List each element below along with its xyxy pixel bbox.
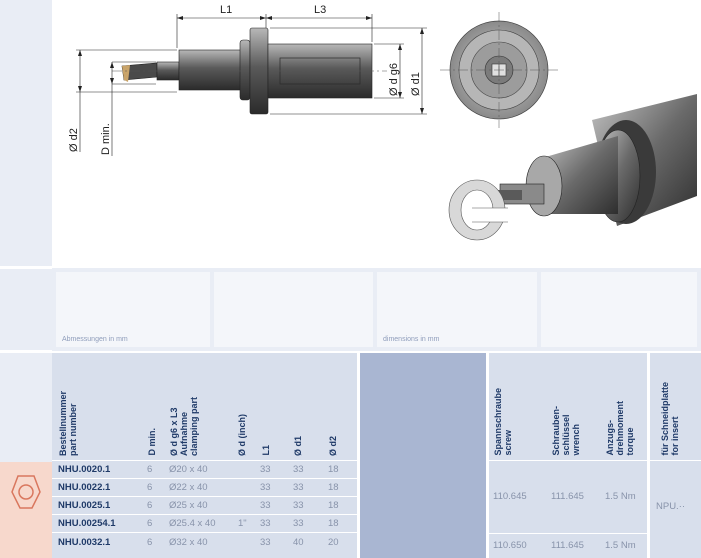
hex-insert-icon [11, 475, 41, 509]
col-header-part: Bestellnummer part number [58, 390, 78, 456]
col-header-clamp: Ø d g6 x L3 Aufnahme clamping part [169, 396, 199, 456]
part-number: NHU.0032.1 [58, 537, 111, 548]
iso-view [448, 94, 697, 241]
dims-label-de: Abmessungen in mm [62, 336, 128, 343]
row-divider [52, 496, 357, 497]
row-divider [52, 532, 357, 533]
clamp-value: Ø25.4 x 40 [169, 518, 216, 529]
col-header-insert: für Schneidplatte for insert [660, 382, 680, 456]
d1-value: 33 [293, 464, 304, 475]
col-header-d2: Ø d2 [328, 435, 338, 456]
clamp-value: Ø20 x 40 [169, 464, 208, 475]
col-header-screw: Spannschraube screw [493, 388, 513, 456]
screw-2: 110.650 [493, 540, 527, 551]
col-header-dinch: Ø d (inch) [237, 414, 247, 456]
torque-1: 1.5 Nm [605, 491, 636, 502]
front-view [440, 12, 558, 128]
row-divider [52, 478, 357, 479]
part-number: NHU.0022.1 [58, 482, 111, 493]
d1-value: 33 [293, 482, 304, 493]
d2-value: 18 [328, 500, 339, 511]
d1-value: 40 [293, 537, 304, 548]
insert-header: für Schneidplatte for insert [650, 353, 701, 460]
d1-value: 33 [293, 500, 304, 511]
label-d1: Ø d1 [410, 72, 422, 96]
torque-2: 1.5 Nm [605, 540, 636, 551]
part-number: NHU.00254.1 [58, 518, 116, 529]
screw-1: 110.645 [493, 491, 527, 502]
label-L1: L1 [220, 4, 232, 16]
l1-value: 33 [260, 537, 271, 548]
main-columns: Bestellnummer part number D min. Ø d g6 … [52, 353, 357, 558]
dims-label-en: dimensions in mm [383, 336, 440, 343]
insert-type-icon-box [0, 462, 52, 558]
dinch-value: 1" [238, 518, 247, 529]
wrench-2: 111.645 [551, 540, 584, 551]
header-cell [214, 272, 373, 347]
row-divider [52, 460, 357, 461]
col-header-l1: L1 [261, 445, 271, 456]
header-cell: dimensions in mm [377, 272, 537, 347]
l1-value: 33 [260, 464, 271, 475]
accessory-header: Spannschraube screw Schrauben- schlüssel… [489, 353, 647, 460]
d2-value: 18 [328, 464, 339, 475]
parts-table: Bestellnummer part number D min. Ø d g6 … [52, 353, 701, 558]
col-header-d1: Ø d1 [293, 435, 303, 456]
insert-column: für Schneidplatte for insert NPU.·· [650, 353, 701, 558]
d2-value: 18 [328, 518, 339, 529]
spacer-column [360, 353, 486, 558]
row-divider [489, 460, 647, 461]
header-cell [541, 272, 697, 347]
strip-divider [0, 350, 52, 353]
part-number: NHU.0020.1 [58, 464, 111, 475]
dimensions-header-band: Abmessungen in mm dimensions in mm [52, 268, 701, 351]
dmin-value: 6 [147, 518, 153, 529]
side-view [76, 14, 427, 156]
row-divider [650, 460, 701, 461]
l1-value: 33 [260, 500, 271, 511]
header-cell: Abmessungen in mm [56, 272, 210, 347]
d1-value: 33 [293, 518, 304, 529]
clamp-value: Ø32 x 40 [169, 537, 208, 548]
d2-value: 20 [328, 537, 339, 548]
dmin-value: 6 [147, 537, 153, 548]
col-header-torque: Anzugs- drehmoment torque [605, 401, 635, 456]
insert-value: NPU.·· [656, 501, 686, 512]
technical-drawing: L1 L3 Ø d g6 Ø d1 Ø d2 D min. [52, 0, 701, 268]
label-dmin: D min. [100, 123, 112, 155]
strip-divider [0, 266, 52, 269]
table-header: Bestellnummer part number D min. Ø d g6 … [52, 353, 357, 460]
label-d: Ø d g6 [388, 63, 400, 96]
row-divider [52, 514, 357, 515]
dmin-value: 6 [147, 482, 153, 493]
clamp-value: Ø22 x 40 [169, 482, 208, 493]
row-divider [489, 533, 647, 534]
col-header-wrench: Schrauben- schlüssel wrench [551, 406, 581, 456]
part-number: NHU.0025.1 [58, 500, 111, 511]
l1-value: 33 [260, 482, 271, 493]
dmin-value: 6 [147, 500, 153, 511]
col-header-dmin: D min. [147, 428, 157, 456]
wrench-1: 111.645 [551, 491, 584, 502]
label-L3: L3 [314, 4, 326, 16]
dmin-value: 6 [147, 464, 153, 475]
d2-value: 18 [328, 482, 339, 493]
accessory-columns: Spannschraube screw Schrauben- schlüssel… [489, 353, 647, 558]
clamp-value: Ø25 x 40 [169, 500, 208, 511]
l1-value: 33 [260, 518, 271, 529]
tool-holder-drawing: L1 L3 Ø d g6 Ø d1 Ø d2 D min. [68, 4, 697, 241]
label-d2: Ø d2 [68, 128, 80, 152]
